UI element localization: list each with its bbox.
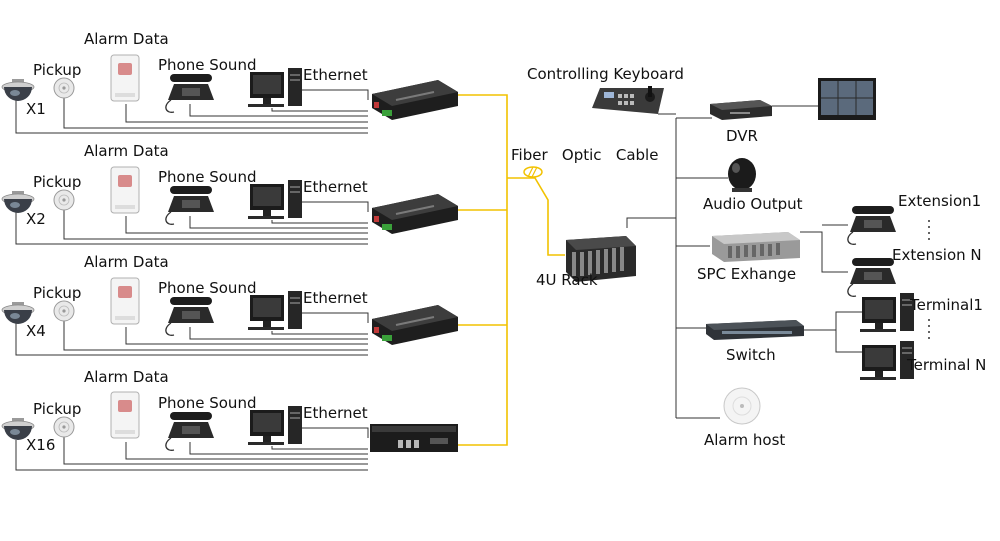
terminal-computer-icon [860,341,914,380]
speaker-icon [728,158,756,192]
dvr-icon [710,100,772,120]
alarm-data-label: Alarm Data [84,142,169,160]
row-3-wiring [15,312,369,356]
extension-dots [928,220,930,240]
pickup-mic-icon [53,416,75,438]
alarm-sensor-icon [110,391,140,439]
camera-label: X2 [26,210,46,228]
camera-label: X16 [26,436,56,454]
pickup-label: Pickup [33,173,82,191]
extension-phone-icon [847,205,897,245]
camera-icon [1,301,35,325]
pickup-mic-icon [53,77,75,99]
ethernet-label: Ethernet [303,289,368,307]
transceiver-icon [371,79,459,121]
backbone-wiring [626,105,862,419]
ethernet-label: Ethernet [303,404,368,422]
ethernet-label: Ethernet [303,178,368,196]
pickup-label: Pickup [33,400,82,418]
row-1-wiring [15,89,369,134]
phone-sound-label: Phone Sound [158,56,257,74]
fiber-links [458,94,565,446]
alarm-sensor-icon [110,54,140,102]
pickup-label: Pickup [33,284,82,302]
controlling-keyboard-label: Controlling Keyboard [527,65,684,83]
camera-label: X1 [26,100,46,118]
fiber-connector-icon [523,166,543,178]
terminal-computer-icon [860,293,914,332]
ethernet-label: Ethernet [303,66,368,84]
transceiver-icon [371,193,459,235]
alarm-sensor-icon [110,277,140,325]
alarm-data-label: Alarm Data [84,253,169,271]
extension-phone-icon [847,257,897,297]
alarm-host-icon [723,387,761,425]
rack-transceiver-icon [370,424,458,452]
camera-label: X4 [26,322,46,340]
rack-label: 4U Rack [536,271,598,289]
alarm-data-label: Alarm Data [84,368,169,386]
transceiver-icon [371,304,459,346]
camera-icon [1,78,35,102]
row-2-wiring [15,201,369,245]
rack-chassis-icon [566,236,636,282]
dvr-label: DVR [726,127,758,145]
row-4-wiring [15,427,369,471]
spc-exchange-icon [712,232,800,262]
phone-sound-label: Phone Sound [158,394,257,412]
pickup-mic-icon [53,189,75,211]
monitor-icon [818,78,876,120]
alarm-host-label: Alarm host [704,431,786,449]
pickup-mic-icon [53,300,75,322]
network-switch-icon [706,320,804,340]
pickup-label: Pickup [33,61,82,79]
extension-1-label: Extension1 [898,192,982,210]
terminal-1-label: Terminal1 [910,296,983,314]
alarm-sensor-icon [110,166,140,214]
alarm-data-label: Alarm Data [84,30,169,48]
switch-label: Switch [726,346,776,364]
terminal-dots [928,319,930,339]
controller-keyboard-icon [592,86,664,114]
fiber-optic-cable-label: Fiber Optic Cable [511,146,659,164]
extension-n-label: Extension N [892,246,982,264]
spc-exchange-label: SPC Exhange [697,265,797,283]
phone-sound-label: Phone Sound [158,279,257,297]
terminal-n-label: Terminal N [907,356,987,374]
phone-sound-label: Phone Sound [158,168,257,186]
audio-output-label: Audio Output [703,195,803,213]
